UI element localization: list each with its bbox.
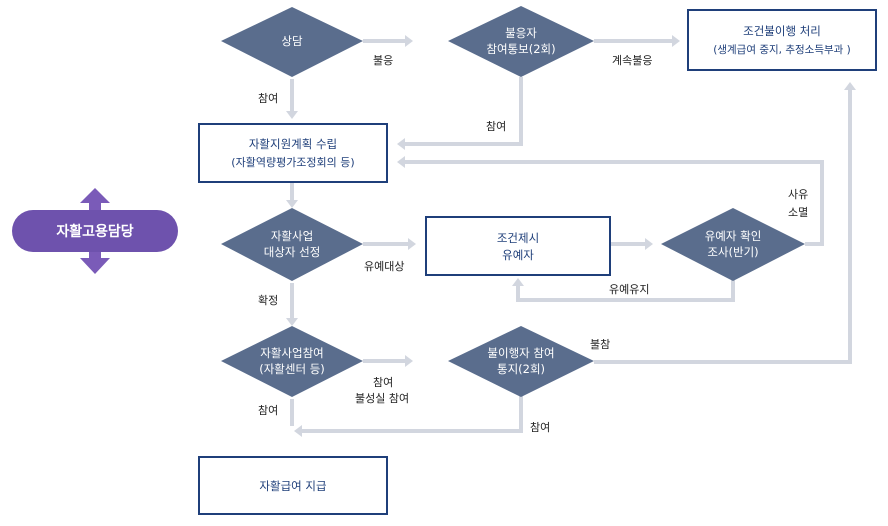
- label-extinct-2: 소멸: [788, 206, 808, 219]
- role-label: 자활고용담당: [56, 223, 133, 240]
- connector-notify-condexec-h: [594, 360, 852, 364]
- connector-check-plan-v: [820, 160, 824, 246]
- arrowhead: [286, 318, 298, 326]
- node-pay: 자활급여 지급: [198, 456, 388, 515]
- edge-labels: 불응 계속불응 참여 참여 사유 소멸 유예대상 확정 유예유지 불참 참여 불…: [258, 54, 808, 434]
- connector-notify-condexec-v: [848, 90, 852, 364]
- label-participate-3: 참여: [373, 376, 393, 389]
- node-cond-exec-line-2: (생계급여 중지, 추정소득부과 ): [713, 44, 850, 56]
- label-continued-refusal: 계속불응: [612, 54, 652, 67]
- connector-consult-nonresp: [363, 39, 405, 43]
- connector-participation-notify: [363, 359, 405, 363]
- node-plan-line-2: (자활역량평가조정회의 등): [231, 155, 354, 169]
- connector-participation-down: [290, 399, 294, 426]
- connector-check-deferred-v: [731, 280, 735, 302]
- node-selection-line-2: 대상자 선정: [264, 245, 321, 259]
- connector-check-deferred-v2: [516, 286, 520, 302]
- label-participate-4: 참여: [258, 404, 278, 417]
- label-participate-2: 참여: [486, 120, 506, 133]
- connector-nonresp-condexec: [594, 39, 672, 43]
- node-participation-line-2: (자활센터 등): [259, 362, 325, 376]
- node-check-line-2: 조사(반기): [707, 245, 758, 259]
- connector-selection-deferred: [363, 242, 408, 246]
- label-refuse: 불응: [373, 54, 393, 67]
- connector-nonresp-plan: [519, 77, 523, 146]
- label-participate-5: 참여: [530, 421, 550, 434]
- label-deferred-target: 유예대상: [364, 260, 404, 273]
- connector-nonresp-plan-h: [405, 142, 523, 146]
- node-cond-exec: 조건불이행 처리 (생계급여 중지, 추정소득부과 ): [687, 9, 877, 71]
- connector-notify-left: [302, 429, 523, 433]
- connector-selection-participation: [290, 283, 294, 318]
- node-participation-line-1: 자활사업참여: [260, 346, 323, 360]
- node-notify-line-1: 불이행자 참여: [487, 346, 554, 360]
- node-selection: 자활사업 대상자 선정: [221, 208, 363, 281]
- arrowhead: [512, 278, 524, 286]
- connector-check-plan-h1: [805, 242, 824, 246]
- label-extinct-1: 사유: [788, 188, 808, 201]
- arrowhead: [405, 355, 413, 367]
- node-deferred-line-1: 조건제시: [497, 231, 539, 245]
- connector-deferred-check: [610, 242, 645, 246]
- connector-check-plan-h2: [405, 160, 824, 164]
- role-pill: [12, 210, 178, 252]
- down-arrow-icon: [80, 258, 110, 274]
- node-check: 유예자 확인 조사(반기): [661, 208, 805, 281]
- label-participate-1: 참여: [258, 92, 278, 105]
- arrowhead: [408, 238, 416, 250]
- node-nonresp-line-2: 참여통보(2회): [486, 42, 555, 56]
- node-consult: 상담: [221, 7, 363, 77]
- up-arrow-icon: [80, 188, 110, 203]
- node-notify-line-2: 통지(2회): [497, 362, 545, 376]
- node-nonresp-line-1: 불응자: [505, 26, 537, 40]
- node-check-line-1: 유예자 확인: [705, 229, 762, 243]
- node-selection-line-1: 자활사업: [271, 229, 313, 243]
- label-keep-deferred: 유예유지: [609, 283, 649, 296]
- connector-plan-selection: [290, 183, 294, 200]
- node-deferred-line-2: 유예자: [502, 248, 534, 262]
- connector-check-deferred-h: [516, 298, 735, 302]
- arrowhead: [405, 35, 413, 47]
- arrowhead: [286, 200, 298, 208]
- node-pay-line-1: 자활급여 지급: [259, 479, 326, 493]
- connectors: [286, 35, 856, 437]
- arrowhead: [397, 156, 405, 168]
- arrowhead: [397, 138, 405, 150]
- arrowhead: [294, 425, 302, 437]
- connector-notify-down: [519, 396, 523, 433]
- node-plan-line-1: 자활지원계획 수립: [249, 137, 337, 151]
- node-deferred: 조건제시 유예자: [425, 216, 611, 276]
- node-participation: 자활사업참여 (자활센터 등): [221, 326, 363, 397]
- label-insincere: 불성실 참여: [355, 392, 409, 405]
- node-cond-exec-line-1: 조건불이행 처리: [743, 24, 821, 38]
- arrowhead: [672, 35, 680, 47]
- label-absent: 불참: [590, 338, 610, 351]
- label-confirm: 확정: [258, 294, 278, 307]
- node-consult-line-1: 상담: [281, 34, 303, 48]
- role-indicator: 자활고용담당: [12, 188, 178, 274]
- node-nonresp: 불응자 참여통보(2회): [448, 6, 594, 77]
- arrowhead: [286, 111, 298, 119]
- node-plan: 자활지원계획 수립 (자활역량평가조정회의 등): [198, 123, 388, 183]
- arrowhead: [645, 238, 653, 250]
- node-notify: 불이행자 참여 통지(2회): [448, 326, 594, 397]
- connector-consult-plan: [290, 79, 294, 111]
- arrowhead: [844, 82, 856, 90]
